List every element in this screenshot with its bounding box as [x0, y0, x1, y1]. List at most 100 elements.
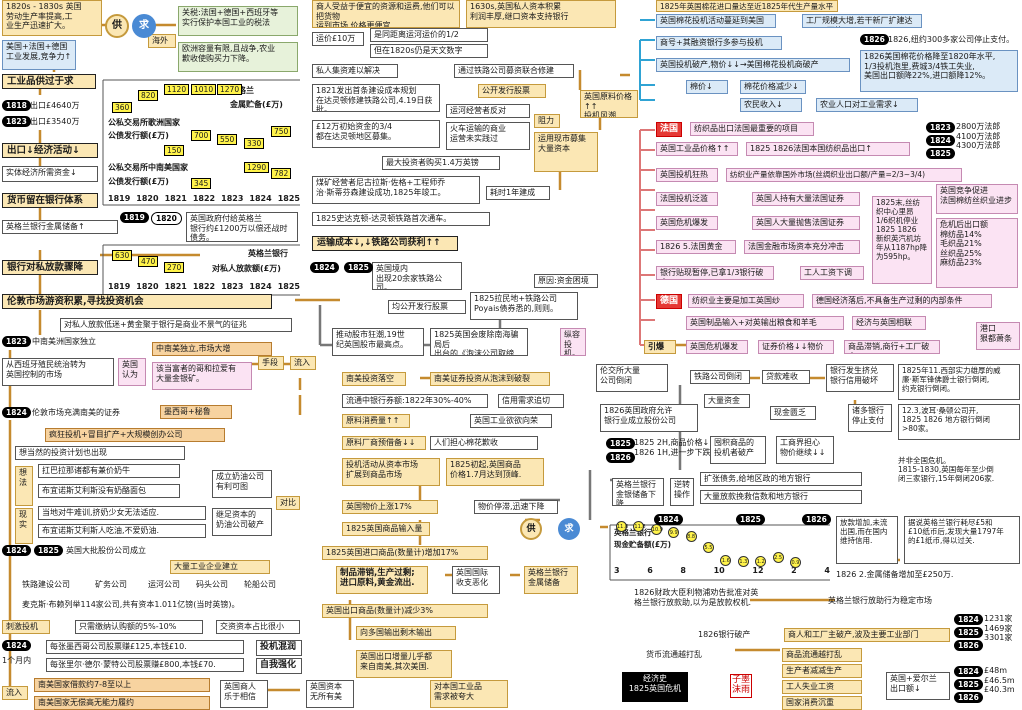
price-fall-note: 1825 2H,商品价格↓ 1826 1H,进一步下跌. [634, 438, 714, 457]
uk-merchants-note: 英国商人 乐于相信 [220, 680, 268, 708]
chart4-label1: 英格兰银行 [248, 249, 288, 258]
rail-company-funding: 通过铁路公司募资联合修建 [454, 64, 574, 78]
ship-co: 轮船公司 [244, 580, 276, 589]
supply-circle: 供 [105, 14, 129, 38]
bank-bankruptcy: 1826银行破产 [698, 630, 751, 639]
demand-circle: 求 [132, 14, 156, 38]
merchant-bankruptcy: 商人和工厂主破产,波及主要工业部门 [784, 628, 950, 642]
contrast-label: 对比 [276, 496, 300, 510]
factory-expansion: 工厂规模大增,若干新厂扩建达1.5-2万枚 [802, 14, 922, 28]
chart3-value: 782 [271, 168, 292, 179]
productivity-note: 1820s - 1830s 英国 劳动生产率提高,工 业生产迅速扩大。 [2, 0, 102, 36]
speculation-note: 疯狂投机+冒目扩产+大规模创办公司 [45, 428, 225, 442]
fr-securities-held: 英国人持有大量法国证券 [752, 192, 860, 206]
chart1-label2: 金属贮备(£万) [230, 100, 283, 109]
fr-foreign-markets: 纺织业产量依靠国外市场(丝绸织业出口额/产量=2/3~3/4) [726, 168, 962, 182]
reason-note: 原因:资金困境 [534, 274, 598, 288]
chart2-value: 750 [271, 126, 292, 137]
year-badge-1826: 1826 [860, 34, 889, 45]
cash-shortage: 现金匮乏 [770, 406, 816, 420]
rate-fall-note: 对私人放款低迷+黄金聚于银行是商业不景气的征兆 [60, 318, 292, 332]
fr-gold-may: 1826 5.法国黄金 [656, 240, 736, 254]
chart1-value: 360 [112, 102, 133, 113]
latam-control-note: 从西班牙殖民统治转为 英国控制的市场 [2, 358, 114, 386]
unemployment: 工人失业工资 [782, 680, 862, 694]
fr-market-shock: 法国金融市场资本充分冲击 [744, 240, 860, 254]
not-national-crisis: 并非全国危机。 1815-1830,英国每年至少倒 闭三家银行,15年倒闭206… [898, 456, 995, 483]
boe-reserve-point: 9.9 [668, 527, 680, 538]
fr-textile-exports: 1825 1826法国本国纺织品出口↑ [746, 142, 910, 156]
uk-capital-note: 英国资本 无所有美 [306, 680, 354, 708]
chart1-value: 1120 [164, 84, 190, 95]
overseas-label: 海外 [148, 34, 176, 48]
boe-reserve-fall: 英格兰银行 金银储备下降 [612, 478, 664, 506]
govt-repay-note: 英国政府付给英格兰 银行约£1200万以偿还战时债务。 [186, 212, 298, 242]
lending-domestic: 放款增加,未流 出国,而在国内 维持信用. [836, 516, 898, 564]
ny-suspension: 1826,纽约300多家公司停止支付。 [888, 35, 1015, 44]
latam-independence: 中南美洲国家独立 [32, 337, 96, 346]
year-badge-1825c: 1825 [926, 148, 955, 159]
export-increment: 英国出口增量儿乎都 来自南美,其次美国. [356, 650, 452, 678]
joint-stock-law: 1826英国政府允许 银行业成立股份公司 [600, 404, 698, 432]
chart1-value: 820 [138, 90, 159, 101]
boe-reserve-point: 0.9 [790, 557, 801, 568]
capital-sum: 麦克斯·布赖列举114家公司,共有资本1.011亿镑(当时英镑)。 [22, 600, 240, 609]
price-fall: 物价停滞,迅速下降 [474, 500, 558, 514]
companies-founded: 英国大批股份公司成立 [66, 546, 146, 555]
rail-co: 铁路建设公司 [22, 580, 70, 589]
export-values: £48m £46.5m £40.3m [984, 666, 1015, 695]
south-america-securities: 伦敦市场充满南美的证券 [32, 408, 120, 417]
year-badge-1826b: 1826 [606, 452, 635, 463]
boe-reserve-point: 11.8 [616, 520, 628, 532]
year-badge-1826c: 1826 [802, 514, 831, 525]
year-badge-1824d: 1824 [310, 262, 339, 273]
lending-rescue: 大量放款挽救信数和地方银行 [700, 490, 862, 504]
transport-cost-header: 运输成本↓,↓铁路公司获利↑↑ [312, 236, 458, 251]
year-badge-1824b: 1824 [2, 545, 31, 556]
farm-income: 农民收入↓ [740, 98, 802, 112]
europe-demand-note: 欧洲容量有限,且战争,农业 歉收使购买力下降。 [178, 42, 298, 72]
idea-1: 扛巴拉那诸都有兼价奶牛 [38, 464, 180, 478]
bank-failure-1: 1825年11.西部实力雄厚的威 廉·斯军锋佛爵士银行倒闭, 约克银行倒闭。 [898, 364, 1020, 400]
peru-profit: 每张里尔·德尔·蒙特公司股票赚£800,本钱£70. [46, 658, 244, 672]
price-rise-17: 英国物价上涨17% [342, 500, 438, 514]
credit-demand: 信用需求追切 [498, 394, 564, 408]
reality-1: 当地对牛难训,挤奶少女无法适应. [38, 506, 206, 520]
chart4-value: 630 [112, 250, 133, 261]
first-run: 1825史达克顿-达灵顿铁路首次通车。 [312, 212, 490, 226]
exports-3: 英国出口商品(数量计)减少3% [322, 604, 488, 618]
fr-export-figures: 2800万法郎 4100万法郎 4300万法郎 [956, 122, 1001, 151]
default-note: 南美国家无偿高无能力履约 [34, 696, 210, 710]
boe-chart-label2: 现金贮备额(£万) [614, 540, 672, 549]
de-prices: 证券价格↓↓物价↓↓ [758, 340, 834, 354]
year-badge-1824: 1824 [2, 407, 31, 418]
plans-note: 想当然的投资计划也出现 [15, 446, 185, 460]
industries-note: 大量工业企业建立 [170, 560, 270, 574]
deposit-note: 只需缴纳认购额的5%-10% [75, 620, 203, 634]
dock-co: 码头公司 [196, 580, 228, 589]
year-badge-1825: 1825 [34, 545, 63, 556]
title-line2: 1825英国危机 [628, 683, 682, 693]
banks-join: 商号+其融资银行多参与投机 [656, 36, 782, 50]
chart3-value: 1290 [244, 162, 270, 173]
de-textile: 纺织业主要是加工英国纱 [688, 294, 804, 308]
year-badge-1824g: 1824 [954, 614, 983, 625]
export-1818: 出口£4640万 [30, 101, 80, 110]
reality-3: 继足资本的 奶油公司破产 [212, 508, 272, 536]
year-badge-1818: 1818 [2, 100, 31, 111]
bank-failure-2: 12.3,波耳·桑顿公司开, 1825 1826 地方银行倒闭 >80家。 [898, 404, 1020, 440]
fr-speculation: 法国投机泛滥 [656, 192, 718, 206]
raw-price-speculation: 英国原料价格↑↑ 投机风潮 [580, 90, 638, 118]
uk-ireland-exports: 英国+爱尔兰 出口额↓ [886, 672, 950, 700]
fr-securities-sold: 英国人大量抛售法国证券 [752, 216, 860, 230]
chart2-value: 550 [217, 134, 238, 145]
mexico-peru-label: 墨西哥+秘鲁 [160, 405, 232, 419]
chart2-value: 150 [164, 145, 185, 156]
year-badge-1824f: 1824 [654, 514, 683, 525]
farm-demand: 农业人口对工业需求↓ [816, 98, 918, 112]
boe-reserve-point: 1.2 [755, 556, 767, 567]
chart3-label1: 公私交易所中南美国家 [108, 163, 188, 172]
business-fear: 工商界担心 物价继续↓↓ [776, 436, 834, 464]
france-label: 法国 [656, 122, 683, 137]
